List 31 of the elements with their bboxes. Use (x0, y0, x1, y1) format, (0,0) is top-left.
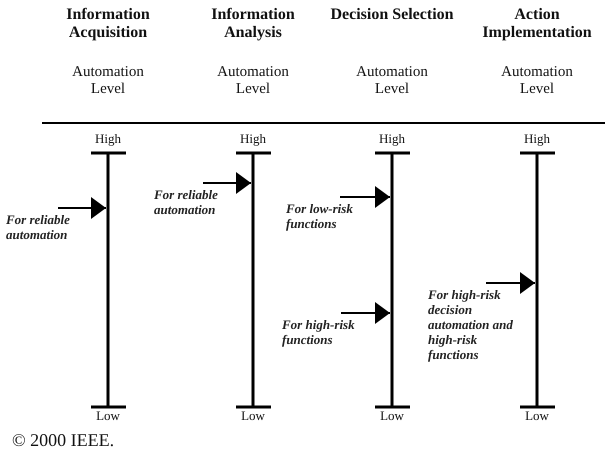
annotation-text: For reliable automation (154, 188, 219, 218)
scale-bar (375, 152, 410, 408)
scale-end-label: High (239, 132, 267, 147)
annotation-text: For high-risk functions (282, 318, 356, 348)
copyright-note: © 2000 IEEE. (12, 430, 114, 451)
scale-end-label: High (94, 132, 122, 147)
annotation-text: For low-risk functions (286, 202, 354, 232)
column-heading: Decision Selection (329, 6, 455, 24)
column-heading: Action Implementation (481, 6, 593, 43)
column-heading: Information Acquisition (65, 6, 151, 43)
column-heading: Information Analysis (210, 6, 296, 43)
scale-end-label: High (523, 132, 551, 147)
arrow (58, 197, 106, 219)
arrow (340, 186, 390, 208)
axis-title: Automation Level (216, 64, 290, 98)
scale-bar (236, 152, 271, 408)
scale-bar (520, 152, 555, 408)
scale-end-label: High (378, 132, 406, 147)
arrow (486, 272, 535, 294)
annotation-text: For high-risk decision automation and high-risk functions (428, 288, 514, 363)
axis-title: Automation Level (355, 64, 429, 98)
annotation-text: For reliable automation (6, 213, 71, 243)
scale-end-label: Low (95, 409, 121, 424)
scale-end-label: Low (240, 409, 266, 424)
scale-end-label: Low (524, 409, 550, 424)
scale-bar (91, 152, 126, 408)
axis-title: Automation Level (500, 64, 574, 98)
arrow (203, 172, 251, 194)
axis-title: Automation Level (71, 64, 145, 98)
arrow (341, 302, 390, 324)
scale-end-label: Low (379, 409, 405, 424)
